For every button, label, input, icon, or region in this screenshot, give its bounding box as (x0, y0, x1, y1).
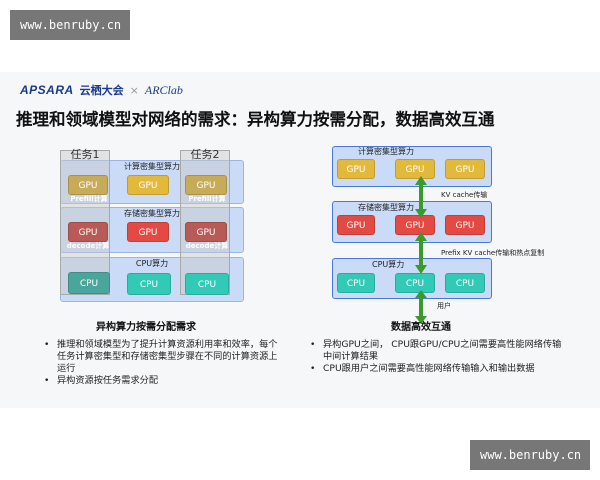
right-tier-storage-label: 存储密集型算力 (358, 203, 414, 212)
watermark-bottom: www.benruby.cn (470, 440, 590, 470)
apsara-logo: APSARA (20, 83, 74, 97)
prefill-note-1: Prefill计算 (70, 195, 108, 203)
arclab-logo: ARClab (144, 82, 183, 97)
logo-bar: APSARA 云栖大会 × ARClab (20, 82, 183, 98)
left-gpu-storage-1: GPU (68, 222, 108, 242)
watermark-top: www.benruby.cn (10, 10, 130, 40)
link-label-kv-cache: KV cache传输 (441, 191, 488, 199)
right-tier-compute-label: 计算密集型算力 (358, 147, 414, 156)
decode-note-1: decode计算 (66, 242, 110, 250)
task2-label: 任务2 (190, 148, 220, 161)
left-bullet-2: 异构资源按任务需求分配 (44, 375, 282, 387)
slide-title: 推理和领域模型对网络的需求：异构算力按需分配，数据高效互通 (16, 110, 495, 129)
logo-separator: × (129, 83, 139, 97)
left-cpu-3: CPU (185, 273, 229, 295)
right-gpu-compute-2: GPU (395, 159, 435, 179)
right-gpu-storage-2: GPU (395, 215, 435, 235)
left-tier-compute-label: 计算密集型算力 (124, 162, 180, 171)
link-label-user: 用户 (437, 302, 451, 310)
left-gpu-compute-1: GPU (68, 175, 108, 195)
right-gpu-compute-1: GPU (337, 159, 375, 179)
left-bullet-1: 推理和领域模型为了提升计算资源利用率和效率，每个任务计算密集型和存储密集型步骤在… (44, 339, 282, 375)
left-gpu-compute-3: GPU (185, 175, 227, 195)
left-cpu-2: CPU (127, 273, 171, 295)
right-gpu-storage-1: GPU (337, 215, 375, 235)
right-bullet-list: 异构GPU之间， CPU跟GPU/CPU之间需要高性能网络传输中间计算结果 CP… (310, 339, 570, 375)
right-gpu-storage-3: GPU (445, 215, 485, 235)
left-cpu-1: CPU (68, 272, 110, 294)
left-subtitle: 异构算力按需分配需求 (96, 322, 196, 333)
left-bullet-list: 推理和领域模型为了提升计算资源利用率和效率，每个任务计算密集型和存储密集型步骤在… (44, 339, 282, 387)
decode-note-2: decode计算 (185, 242, 229, 250)
right-cpu-2: CPU (395, 273, 435, 293)
right-bullet-1: 异构GPU之间， CPU跟GPU/CPU之间需要高性能网络传输中间计算结果 (310, 339, 570, 363)
right-bullet-2: CPU跟用户之间需要高性能网络传输输入和输出数据 (310, 363, 570, 375)
right-subtitle: 数据高效互通 (391, 322, 451, 333)
right-cpu-1: CPU (337, 273, 375, 293)
left-tier-cpu-label: CPU算力 (135, 259, 169, 268)
link-label-prefix-kv: Prefix KV cache传输和热点复制 (441, 249, 545, 257)
right-cpu-3: CPU (445, 273, 485, 293)
right-tier-cpu-label: CPU算力 (372, 260, 405, 269)
apsara-logo-cn: 云栖大会 (79, 84, 124, 97)
prefill-note-2: Prefill计算 (188, 195, 226, 203)
left-gpu-storage-3: GPU (185, 222, 227, 242)
left-tier-storage-label: 存储密集型算力 (124, 209, 180, 218)
double-arrow-icon-2 (415, 232, 427, 274)
double-arrow-icon-3 (415, 290, 427, 324)
left-gpu-storage-2: GPU (127, 222, 169, 242)
task1-label: 任务1 (70, 148, 100, 161)
double-arrow-icon-1 (415, 176, 427, 218)
right-gpu-compute-3: GPU (445, 159, 485, 179)
left-gpu-compute-2: GPU (127, 175, 169, 195)
